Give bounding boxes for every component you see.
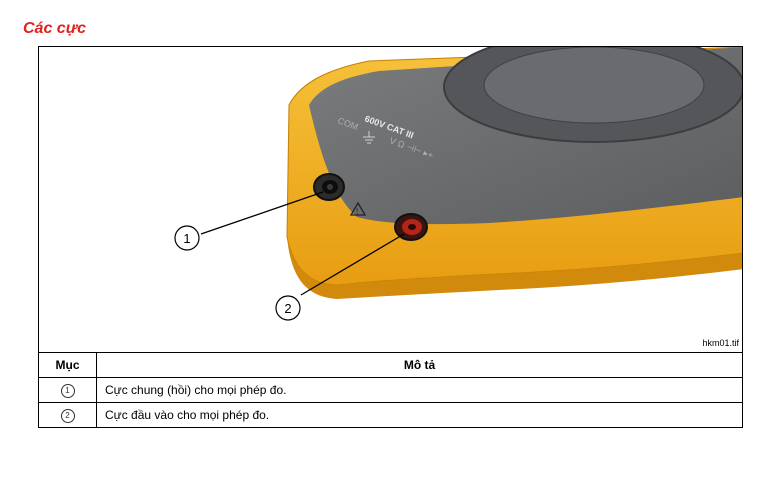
terminals-figure: ! 600V CAT III COM V Ω ⊣⊢ ▸+ 1 2 hkm01.t… [38, 46, 743, 353]
row-item: 2 [38, 402, 97, 428]
header-item: Mục [38, 352, 97, 378]
figure-caption: hkm01.tif [702, 338, 739, 348]
table-header-row: Mục Mô tả [38, 352, 743, 378]
circled-number: 2 [60, 409, 75, 423]
terminals-table: Mục Mô tả 1 Cực chung (hồi) cho mọi phép… [38, 352, 743, 428]
section-title: Các cực [23, 20, 87, 37]
warning-icon [349, 201, 367, 216]
circled-number: 1 [60, 384, 75, 398]
ground-symbol-icon [363, 131, 375, 144]
row-description: Cực chung (hồi) cho mọi phép đo. [96, 377, 743, 403]
callout-2 [275, 295, 301, 321]
multimeter-illustration: ! 600V CAT III COM V Ω ⊣⊢ ▸+ 1 2 [174, 47, 742, 321]
row-item: 1 [38, 377, 97, 403]
svg-text:!: ! [356, 207, 358, 216]
header-description: Mô tả [96, 352, 743, 378]
table-row: 2 Cực đầu vào cho mọi phép đo. [38, 402, 743, 428]
row-description: Cực đầu vào cho mọi phép đo. [96, 402, 743, 428]
leader-line-1 [200, 191, 324, 235]
callout-1 [174, 225, 200, 251]
leader-line-2 [300, 233, 405, 296]
svg-text:1: 1 [183, 231, 190, 246]
table-row: 1 Cực chung (hồi) cho mọi phép đo. [38, 377, 743, 403]
svg-text:2: 2 [284, 301, 291, 316]
